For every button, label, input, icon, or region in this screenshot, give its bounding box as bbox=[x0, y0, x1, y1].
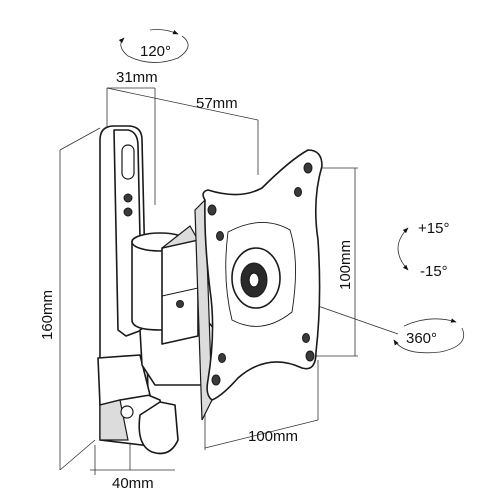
vesa-height-label: 100mm bbox=[337, 240, 354, 290]
swivel-angle-label: 120° bbox=[140, 43, 171, 60]
height-label: 160mm bbox=[39, 290, 56, 340]
vesa-plate bbox=[194, 149, 323, 421]
depth-min-label: 31mm bbox=[116, 69, 158, 86]
rotate-angle-label: 360° bbox=[406, 330, 437, 347]
vesa-width-label: 100mm bbox=[248, 428, 298, 445]
tilt-arrow bbox=[397, 227, 409, 271]
dimension-lines bbox=[59, 87, 399, 475]
tilt-down-label: -15° bbox=[420, 263, 448, 280]
swivel-arrow bbox=[118, 29, 189, 63]
depth-max-label: 57mm bbox=[196, 95, 238, 112]
rotate-arrow bbox=[393, 318, 465, 354]
tilt-up-label: +15° bbox=[418, 220, 449, 237]
base-width-label: 40mm bbox=[112, 475, 154, 492]
